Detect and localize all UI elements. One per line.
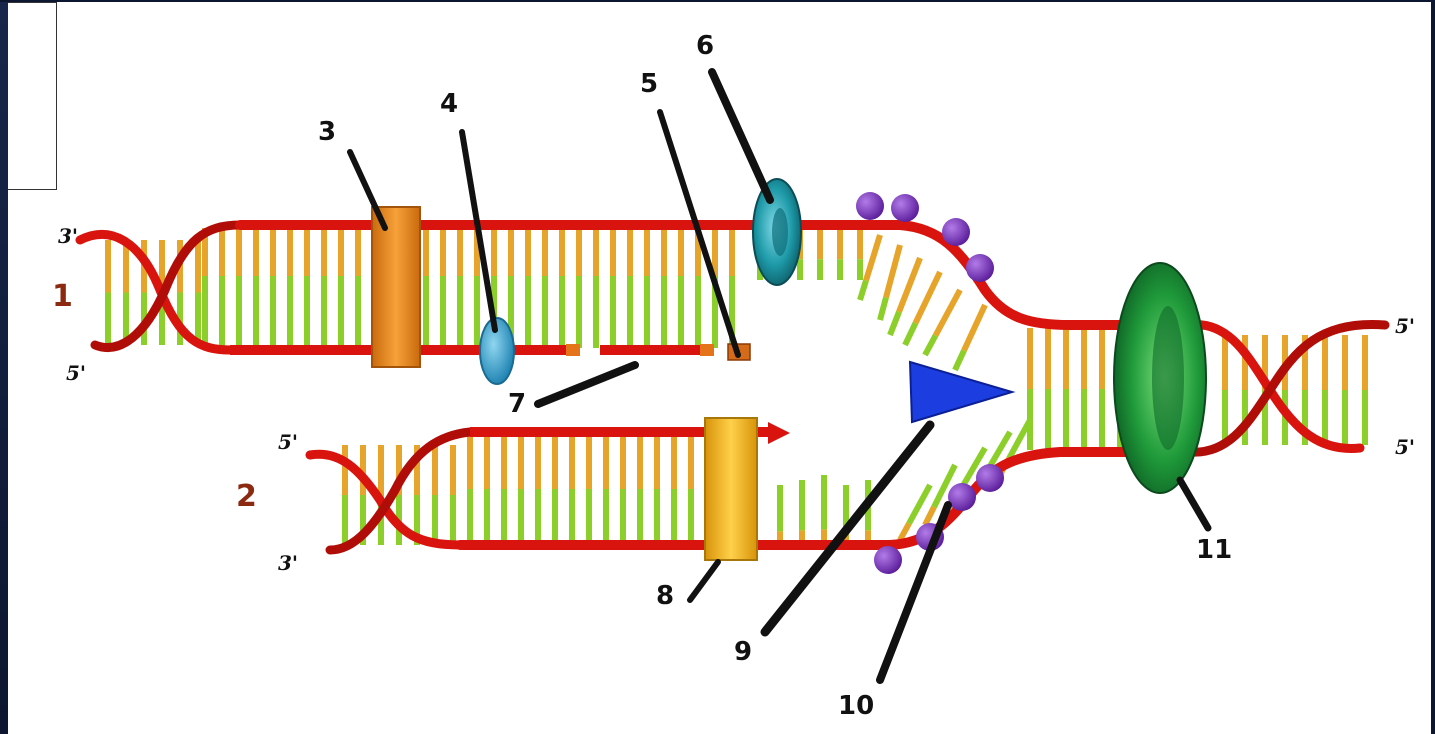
base-pair-rung [925, 336, 936, 356]
leader-6 [712, 72, 770, 200]
ssb-protein [874, 546, 902, 574]
leader-lines [350, 72, 1208, 680]
component-8-block [705, 418, 757, 560]
leader-10 [880, 505, 948, 680]
base-pair-rung [916, 272, 941, 323]
callout-5: 5 [640, 69, 658, 99]
end-label-strand1-bottom: 5' [66, 361, 86, 385]
ssb-protein [976, 464, 1004, 492]
base-pair-rung [964, 305, 985, 351]
base-pair-rung [955, 351, 964, 371]
end-label-strand1-top: 3' [58, 224, 78, 248]
callout-4: 4 [440, 89, 458, 119]
callout-6: 6 [696, 31, 714, 61]
ssb-protein [891, 194, 919, 222]
labels: 1 2 3' 5' 5' 3' 5' 5' 3 4 5 6 7 8 9 10 1… [52, 31, 1415, 721]
base-pair-rung [866, 235, 880, 281]
strand-2-bottom-backbone [460, 452, 1170, 545]
base-pair-rung [905, 323, 916, 345]
end-label-right-top: 5' [1395, 314, 1415, 338]
end-label-strand2-top: 5' [278, 430, 298, 454]
base-pair-rung [890, 312, 899, 335]
base-pair-rung [880, 298, 886, 321]
callout-8: 8 [656, 581, 674, 611]
ssb-protein [948, 483, 976, 511]
leader-7 [538, 365, 635, 404]
callout-3: 3 [318, 117, 336, 147]
ssb-protein [942, 218, 970, 246]
end-label-strand2-bottom: 3' [278, 551, 298, 575]
nick-mark-2 [700, 344, 714, 356]
strand-1-helix-b [95, 225, 240, 348]
strand-2-arrowhead [768, 422, 790, 444]
base-pair-rung [899, 258, 920, 312]
strand-2-label: 2 [236, 479, 257, 514]
callout-10: 10 [838, 691, 874, 721]
component-9-triangle [910, 362, 1012, 422]
component-3-block [372, 207, 420, 367]
component-6-ring-hole [772, 208, 788, 256]
strand-1-label: 1 [52, 279, 73, 314]
leader-11 [1180, 480, 1208, 528]
end-label-right-bottom: 5' [1395, 435, 1415, 459]
base-pair-rung [925, 507, 934, 525]
nick-mark-1 [566, 344, 580, 356]
leader-3 [350, 152, 385, 228]
callout-11: 11 [1196, 535, 1232, 565]
component-11-ring-hole [1152, 306, 1184, 450]
strand-1 [80, 225, 1170, 360]
base-pair-rung [860, 281, 866, 301]
callout-7: 7 [508, 389, 526, 419]
ssb-protein [966, 254, 994, 282]
ssb-protein [856, 192, 884, 220]
callout-9: 9 [734, 637, 752, 667]
leader-8 [690, 562, 718, 600]
base-pair-rung [886, 245, 900, 298]
base-pair-rung [936, 290, 961, 336]
